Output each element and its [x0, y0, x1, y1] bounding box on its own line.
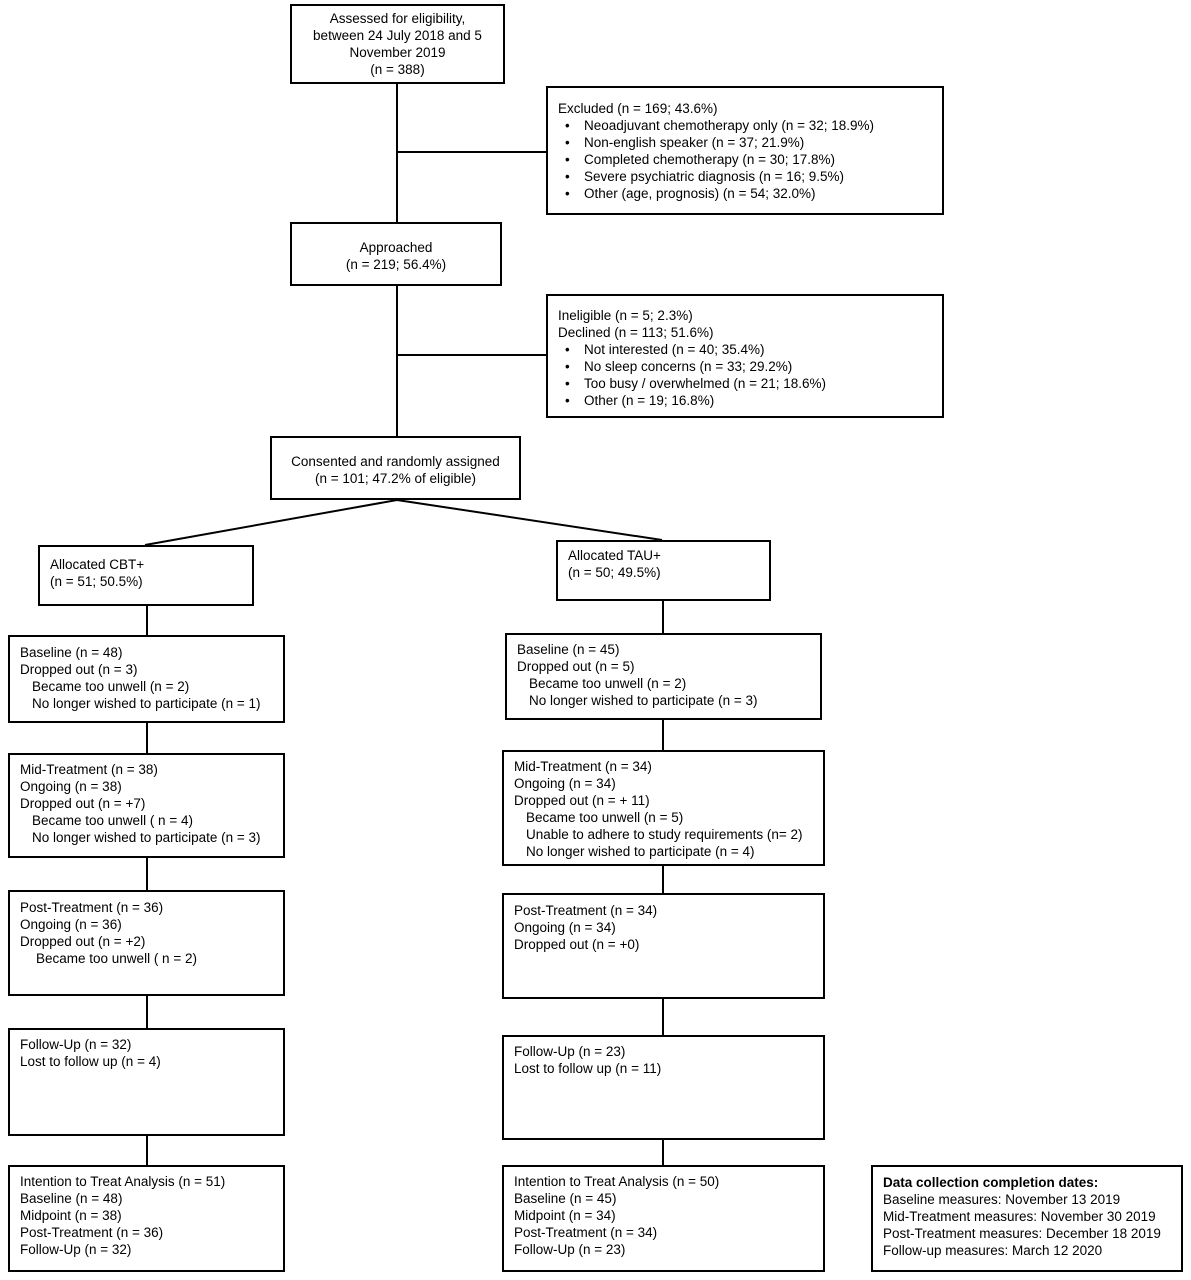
tau-itt-midpoint: Midpoint (n = 34) — [514, 1208, 616, 1223]
cbt-posttreatment-box: Post-Treatment (n = 36) Ongoing (n = 36)… — [8, 890, 285, 996]
approached-count: (n = 219; 56.4%) — [345, 257, 447, 272]
tau-itt-title: Intention to Treat Analysis (n = 50) — [514, 1174, 720, 1189]
tau-post-dropped: Dropped out (n = +0) — [514, 937, 640, 952]
cbt-mid-count: Mid-Treatment (n = 38) — [20, 762, 158, 777]
tau-itt-followup: Follow-Up (n = 23) — [514, 1242, 626, 1257]
cbt-allocated-count: (n = 51; 50.5%) — [50, 574, 143, 589]
tau-mid-reason: Unable to adhere to study requirements (… — [526, 827, 803, 842]
dates-line: Mid-Treatment measures: November 30 2019 — [883, 1209, 1156, 1224]
cbt-mid-reason: No longer wished to participate (n = 3) — [32, 830, 261, 845]
excluded-reason: Completed chemotherapy (n = 30; 17.8%) — [558, 151, 932, 168]
connector-to-tau — [396, 499, 663, 541]
tau-followup-lost: Lost to follow up (n = 11) — [514, 1061, 662, 1076]
cbt-followup-count: Follow-Up (n = 32) — [20, 1037, 132, 1052]
excluded-reason: Neoadjuvant chemotherapy only (n = 32; 1… — [558, 117, 932, 134]
tau-itt-box: Intention to Treat Analysis (n = 50) Bas… — [502, 1165, 825, 1272]
connector-to-cbt — [144, 499, 398, 546]
cbt-mid-reason: Became too unwell ( n = 4) — [32, 813, 193, 828]
tau-post-count: Post-Treatment (n = 34) — [514, 903, 658, 918]
cbt-baseline-dropped: Dropped out (n = 3) — [20, 662, 138, 677]
tau-itt-post: Post-Treatment (n = 34) — [514, 1225, 658, 1240]
consented-box: Consented and randomly assigned (n = 101… — [270, 436, 521, 500]
cbt-followup-box: Follow-Up (n = 32) Lost to follow up (n … — [8, 1028, 285, 1136]
cbt-itt-post: Post-Treatment (n = 36) — [20, 1225, 164, 1240]
declined-reason: Too busy / overwhelmed (n = 21; 18.6%) — [558, 375, 932, 392]
cbt-baseline-reason: No longer wished to participate (n = 1) — [32, 696, 261, 711]
data-collection-dates-box: Data collection completion dates: Baseli… — [871, 1165, 1183, 1272]
consented-count: (n = 101; 47.2% of eligible) — [315, 471, 476, 486]
cbt-post-ongoing: Ongoing (n = 36) — [20, 917, 122, 932]
cbt-baseline-reason: Became too unwell (n = 2) — [32, 679, 190, 694]
consented-title: Consented and randomly assigned — [291, 454, 500, 469]
tau-itt-baseline: Baseline (n = 45) — [514, 1191, 617, 1206]
assessed-count: (n = 388) — [370, 62, 425, 77]
declined-list: Not interested (n = 40; 35.4%) No sleep … — [558, 341, 932, 409]
declined-reason: Not interested (n = 40; 35.4%) — [558, 341, 932, 358]
approached-box: Approached (n = 219; 56.4%) — [290, 222, 502, 286]
tau-mid-dropped: Dropped out (n = + 11) — [514, 793, 650, 808]
dates-line: Post-Treatment measures: December 18 201… — [883, 1226, 1161, 1241]
assessed-line: Assessed for eligibility, — [329, 11, 466, 26]
cbt-mid-dropped: Dropped out (n = +7) — [20, 796, 146, 811]
assessed-line: between 24 July 2018 and 5 — [313, 28, 482, 43]
tau-allocated-box: Allocated TAU+ (n = 50; 49.5%) — [556, 540, 771, 601]
cbt-midtreatment-box: Mid-Treatment (n = 38) Ongoing (n = 38) … — [8, 753, 285, 858]
cbt-itt-followup: Follow-Up (n = 32) — [20, 1242, 132, 1257]
tau-mid-ongoing: Ongoing (n = 34) — [514, 776, 616, 791]
excluded-list: Neoadjuvant chemotherapy only (n = 32; 1… — [558, 117, 932, 202]
excluded-reason: Non-english speaker (n = 37; 21.9%) — [558, 134, 932, 151]
tau-baseline-reason: No longer wished to participate (n = 3) — [529, 693, 758, 708]
tau-followup-box: Follow-Up (n = 23) Lost to follow up (n … — [502, 1035, 825, 1140]
assessed-box: Assessed for eligibility, between 24 Jul… — [290, 4, 505, 84]
tau-followup-count: Follow-Up (n = 23) — [514, 1044, 626, 1059]
tau-baseline-dropped: Dropped out (n = 5) — [517, 659, 635, 674]
excluded-reason: Other (age, prognosis) (n = 54; 32.0%) — [558, 185, 932, 202]
cbt-post-count: Post-Treatment (n = 36) — [20, 900, 164, 915]
cbt-baseline-box: Baseline (n = 48) Dropped out (n = 3) Be… — [8, 635, 285, 723]
cbt-itt-baseline: Baseline (n = 48) — [20, 1191, 123, 1206]
excluded-box: Excluded (n = 169; 43.6%) Neoadjuvant ch… — [546, 86, 944, 215]
ineligible-line: Ineligible (n = 5; 2.3%) — [558, 308, 693, 323]
tau-mid-count: Mid-Treatment (n = 34) — [514, 759, 652, 774]
approached-title: Approached — [359, 240, 433, 255]
tau-baseline-reason: Became too unwell (n = 2) — [529, 676, 687, 691]
declined-reason: No sleep concerns (n = 33; 29.2%) — [558, 358, 932, 375]
cbt-mid-ongoing: Ongoing (n = 38) — [20, 779, 122, 794]
cbt-allocated-box: Allocated CBT+ (n = 51; 50.5%) — [38, 545, 254, 606]
dates-line: Baseline measures: November 13 2019 — [883, 1192, 1121, 1207]
excluded-title: Excluded (n = 169; 43.6%) — [558, 101, 718, 116]
tau-mid-reason: Became too unwell (n = 5) — [526, 810, 684, 825]
cbt-baseline-count: Baseline (n = 48) — [20, 645, 123, 660]
cbt-itt-title: Intention to Treat Analysis (n = 51) — [20, 1174, 226, 1189]
cbt-itt-box: Intention to Treat Analysis (n = 51) Bas… — [8, 1165, 285, 1272]
cbt-followup-lost: Lost to follow up (n = 4) — [20, 1054, 161, 1069]
tau-post-ongoing: Ongoing (n = 34) — [514, 920, 616, 935]
excluded-reason: Severe psychiatric diagnosis (n = 16; 9.… — [558, 168, 932, 185]
assessed-line: November 2019 — [349, 45, 446, 60]
cbt-post-reason: Became too unwell ( n = 2) — [36, 951, 197, 966]
tau-midtreatment-box: Mid-Treatment (n = 34) Ongoing (n = 34) … — [502, 750, 825, 866]
tau-mid-reason: No longer wished to participate (n = 4) — [526, 844, 755, 859]
tau-allocated-title: Allocated TAU+ — [568, 548, 661, 563]
dates-line: Follow-up measures: March 12 2020 — [883, 1243, 1103, 1258]
tau-allocated-count: (n = 50; 49.5%) — [568, 565, 661, 580]
ineligible-declined-box: Ineligible (n = 5; 2.3%) Declined (n = 1… — [546, 294, 944, 418]
declined-line: Declined (n = 113; 51.6%) — [558, 325, 714, 340]
cbt-allocated-title: Allocated CBT+ — [50, 557, 145, 572]
declined-reason: Other (n = 19; 16.8%) — [558, 392, 932, 409]
tau-baseline-count: Baseline (n = 45) — [517, 642, 620, 657]
tau-baseline-box: Baseline (n = 45) Dropped out (n = 5) Be… — [505, 633, 822, 720]
dates-title: Data collection completion dates: — [883, 1175, 1099, 1190]
cbt-itt-midpoint: Midpoint (n = 38) — [20, 1208, 122, 1223]
cbt-post-dropped: Dropped out (n = +2) — [20, 934, 146, 949]
tau-posttreatment-box: Post-Treatment (n = 34) Ongoing (n = 34)… — [502, 893, 825, 999]
